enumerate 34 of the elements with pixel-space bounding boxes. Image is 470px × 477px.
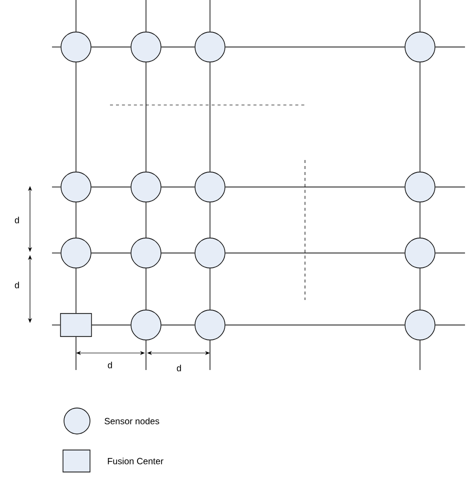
sensor-node-circle: [130, 32, 162, 62]
link-line: [225, 186, 405, 188]
legend-label: Sensor nodes: [104, 418, 160, 424]
link-line: [91, 186, 131, 188]
sensor-node-circle: [130, 172, 162, 202]
sensor-node-circle: [130, 238, 162, 268]
sensor-node-circle: [404, 238, 436, 268]
sensor-node-circle: [194, 32, 226, 62]
link-line: [225, 252, 405, 254]
link-line: [91, 252, 131, 254]
link-line: [161, 252, 195, 254]
sensor-node-circle: [60, 238, 92, 268]
sensor-node-circle: [194, 310, 226, 340]
dimension-label: d: [176, 364, 181, 372]
link-line: [161, 186, 195, 188]
link-line: [91, 46, 131, 48]
sensor-node-circle: [60, 172, 92, 202]
dimension-label: d: [14, 216, 19, 224]
link-line: [225, 46, 405, 48]
sensor-node-circle: [130, 310, 162, 340]
dimension-label: d: [108, 362, 112, 368]
link-line: [225, 324, 405, 326]
sensor-node-circle: [404, 310, 436, 340]
legend-label: Fusion Center: [108, 458, 164, 464]
sensor-node-circle: [60, 32, 92, 62]
sensor-node-circle: [194, 172, 226, 202]
link-line: [161, 46, 195, 48]
link-line: [92, 324, 131, 326]
link-line: [161, 324, 195, 326]
sensor-node-circle: [194, 238, 226, 268]
fusion-center-square: [60, 313, 92, 337]
dimension-label: d: [14, 282, 19, 288]
sensor-node-circle: [404, 32, 436, 62]
sensor-node-circle: [404, 172, 436, 202]
